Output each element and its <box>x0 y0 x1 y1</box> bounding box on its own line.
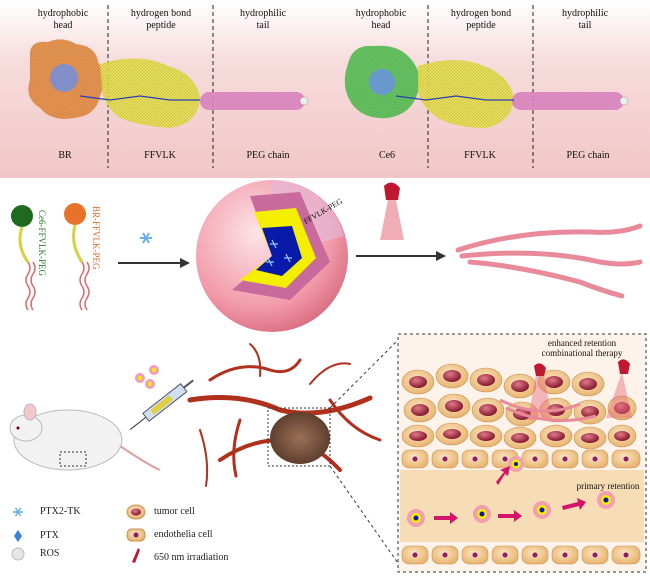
legend-tumor-cell: tumor cell <box>154 506 195 517</box>
right-label-ffvlk: FFVLK <box>464 150 496 161</box>
transform-arrow <box>356 251 446 261</box>
legend-ptx-tk: PTX2-TK <box>40 506 81 517</box>
ce6-ffvlk-peg-icon <box>11 205 36 311</box>
nanoparticle <box>196 180 348 332</box>
left-label-peg: PEG chain <box>246 150 290 161</box>
left-section-2-header: hydrogen bond peptide <box>130 8 192 31</box>
primary-retention-label: primary retention <box>576 481 640 491</box>
legend-irradiation: 650 nm irradiation <box>154 552 229 563</box>
ce6-ffvlk-peg-label: Ce6-FFVLK-PEG <box>37 210 47 277</box>
right-label-peg: PEG chain <box>566 150 610 161</box>
left-label-br: BR <box>58 150 72 161</box>
inset-panel <box>397 333 647 573</box>
enhanced-retention-label: enhanced retention combinational therapy <box>541 338 623 358</box>
mouse-icon <box>9 403 161 471</box>
right-section-1-header: hydrophobic head <box>355 8 407 31</box>
legend-endothelia-cell: endothelia cell <box>154 529 213 540</box>
br-ffvlk-peg-label: BR-FFVLK-PEG <box>91 206 101 270</box>
tumor-cells <box>401 363 637 450</box>
ce6-molecule <box>344 45 629 128</box>
inset-nanoparticles <box>407 456 615 527</box>
ptx-tk-icon <box>140 232 152 244</box>
right-section-3-header: hydrophilic tail <box>561 8 609 31</box>
tumor-vasculature <box>187 343 382 487</box>
br-ffvlk-peg-icon <box>64 203 90 311</box>
right-section-2-header: hydrogen bond peptide <box>450 8 512 31</box>
legend-icons <box>11 504 146 563</box>
legend-ros: ROS <box>40 548 60 559</box>
right-label-ce6: Ce6 <box>378 150 396 161</box>
section-dividers <box>107 5 534 168</box>
nanofibers <box>455 223 643 299</box>
syringe-icon <box>129 365 194 430</box>
left-section-1-header: hydrophobic head <box>37 8 89 31</box>
tumor-mass <box>270 412 330 464</box>
inset-lasers <box>528 359 632 420</box>
inset-arrows <box>434 466 586 524</box>
laser-icon <box>380 182 404 240</box>
left-label-ffvlk: FFVLK <box>144 150 176 161</box>
left-section-3-header: hydrophilic tail <box>239 8 287 31</box>
assembly-arrow <box>118 258 190 268</box>
br-molecule <box>28 39 309 128</box>
legend-ptx: PTX <box>40 530 59 541</box>
inset-fibers <box>499 398 597 422</box>
